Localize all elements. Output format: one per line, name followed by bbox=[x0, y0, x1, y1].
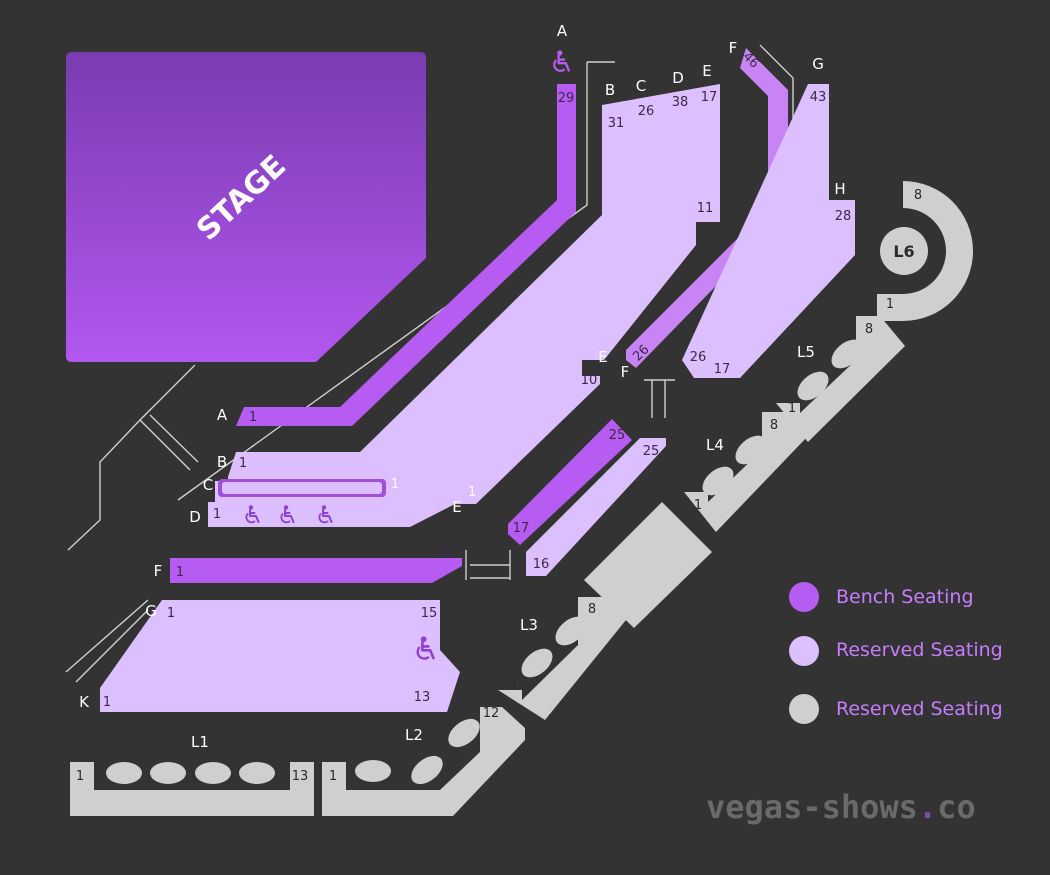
section-f-island[interactable] bbox=[526, 438, 666, 576]
seat-f-island-25: 25 bbox=[643, 444, 660, 459]
loge-l5-label: L5 bbox=[797, 343, 815, 361]
section-f-left[interactable] bbox=[170, 558, 462, 583]
row-c-label: C bbox=[203, 476, 213, 494]
section-c-inner bbox=[222, 482, 382, 494]
loge-l2[interactable] bbox=[322, 707, 525, 816]
loge-l5-first: 1 bbox=[788, 401, 796, 416]
row-d-top-label: D bbox=[672, 69, 684, 87]
seat-e-1: 1 bbox=[468, 485, 476, 500]
loge-l1-last: 13 bbox=[292, 769, 309, 784]
mixing-booth bbox=[584, 502, 712, 628]
loge-l5[interactable] bbox=[776, 316, 905, 442]
row-f-label: F bbox=[154, 562, 163, 580]
row-b-label: B bbox=[217, 453, 227, 471]
watermark: vegas-shows.co bbox=[706, 788, 976, 826]
loge-l2-first: 1 bbox=[329, 769, 337, 784]
loge-l4-first: 1 bbox=[694, 498, 702, 513]
row-k-label: K bbox=[79, 693, 90, 711]
loge-l5-last: 8 bbox=[865, 322, 873, 337]
loge-l4-label: L4 bbox=[706, 436, 724, 454]
section-g-k[interactable] bbox=[100, 600, 460, 712]
row-b-top-label: B bbox=[605, 81, 615, 99]
row-d-label: D bbox=[189, 508, 201, 526]
section-g-h[interactable] bbox=[682, 84, 855, 378]
legend-reserved-label: Reserved Seating bbox=[836, 639, 1003, 661]
seat-h-26: 26 bbox=[690, 350, 707, 365]
legend-bench-swatch bbox=[789, 582, 819, 612]
seat-c-26: 26 bbox=[638, 104, 655, 119]
legend-reserved-grey-label: Reserved Seating bbox=[836, 698, 1003, 720]
seat-g-43: 43 bbox=[810, 90, 827, 105]
section-a[interactable] bbox=[236, 84, 576, 426]
loge-l1-label: L1 bbox=[191, 733, 209, 751]
row-f-top-label: F bbox=[729, 39, 738, 57]
seat-h-28: 28 bbox=[835, 209, 852, 224]
legend-reserved-grey-swatch bbox=[789, 694, 819, 724]
row-h-label: H bbox=[834, 180, 845, 198]
loge-l1-first: 1 bbox=[76, 769, 84, 784]
seat-e-island-25: 25 bbox=[609, 428, 626, 443]
loge-l3-label: L3 bbox=[520, 616, 538, 634]
seat-b-1: 1 bbox=[239, 456, 247, 471]
row-e-label-mid: E bbox=[598, 348, 607, 366]
seat-e-island-17: 17 bbox=[513, 521, 530, 536]
loge-l6-last: 8 bbox=[914, 188, 922, 203]
section-f-right[interactable] bbox=[626, 48, 788, 368]
stage bbox=[66, 52, 426, 362]
seat-d-38: 38 bbox=[672, 95, 689, 110]
section-a-label: A bbox=[557, 22, 568, 40]
row-f-mid-label: F bbox=[621, 363, 630, 381]
section-e-island[interactable] bbox=[508, 419, 632, 545]
loge-l6-label: L6 bbox=[893, 242, 914, 261]
row-g-label: G bbox=[145, 602, 157, 620]
seat-b-31: 31 bbox=[608, 116, 625, 131]
wheelchair-icon bbox=[554, 50, 569, 70]
loge-l3-last: 8 bbox=[588, 602, 596, 617]
seat-f-16: 16 bbox=[436, 545, 453, 560]
row-c-top-label: C bbox=[636, 77, 646, 95]
row-e-label-bottom: E bbox=[452, 498, 461, 516]
loge-l6-first: 1 bbox=[886, 297, 894, 312]
seat-a-1: 1 bbox=[249, 410, 257, 425]
loge-l2-label: L2 bbox=[405, 726, 423, 744]
loge-l2-last: 12 bbox=[483, 706, 500, 721]
row-a-label: A bbox=[217, 406, 228, 424]
seat-c-1: 1 bbox=[391, 477, 399, 492]
legend: Bench Seating Reserved Seating Reserved … bbox=[789, 582, 1003, 724]
seat-e-17: 17 bbox=[701, 90, 718, 105]
legend-reserved-swatch bbox=[789, 636, 819, 666]
loge-l3-first: 1 bbox=[510, 679, 518, 694]
seat-d-1: 1 bbox=[213, 507, 221, 522]
seat-k-1: 1 bbox=[103, 695, 111, 710]
loge-l6[interactable] bbox=[877, 181, 973, 321]
seat-e-10: 10 bbox=[581, 373, 598, 388]
seat-h-17: 17 bbox=[714, 362, 731, 377]
seat-k-13: 13 bbox=[414, 690, 431, 705]
loge-l3[interactable] bbox=[498, 597, 626, 720]
loge-l1[interactable] bbox=[70, 762, 314, 816]
seat-g-15: 15 bbox=[421, 606, 438, 621]
seat-f-island-16: 16 bbox=[533, 557, 550, 572]
seat-f-1: 1 bbox=[176, 565, 184, 580]
legend-bench-label: Bench Seating bbox=[836, 586, 974, 608]
loge-l4-last: 8 bbox=[770, 418, 778, 433]
seat-g-1: 1 bbox=[167, 606, 175, 621]
loge-l4[interactable] bbox=[684, 412, 808, 532]
row-e-top-label: E bbox=[702, 62, 711, 80]
seat-a-29: 29 bbox=[558, 91, 575, 106]
seat-e-11: 11 bbox=[697, 201, 714, 216]
row-g-top-label: G bbox=[812, 55, 824, 73]
